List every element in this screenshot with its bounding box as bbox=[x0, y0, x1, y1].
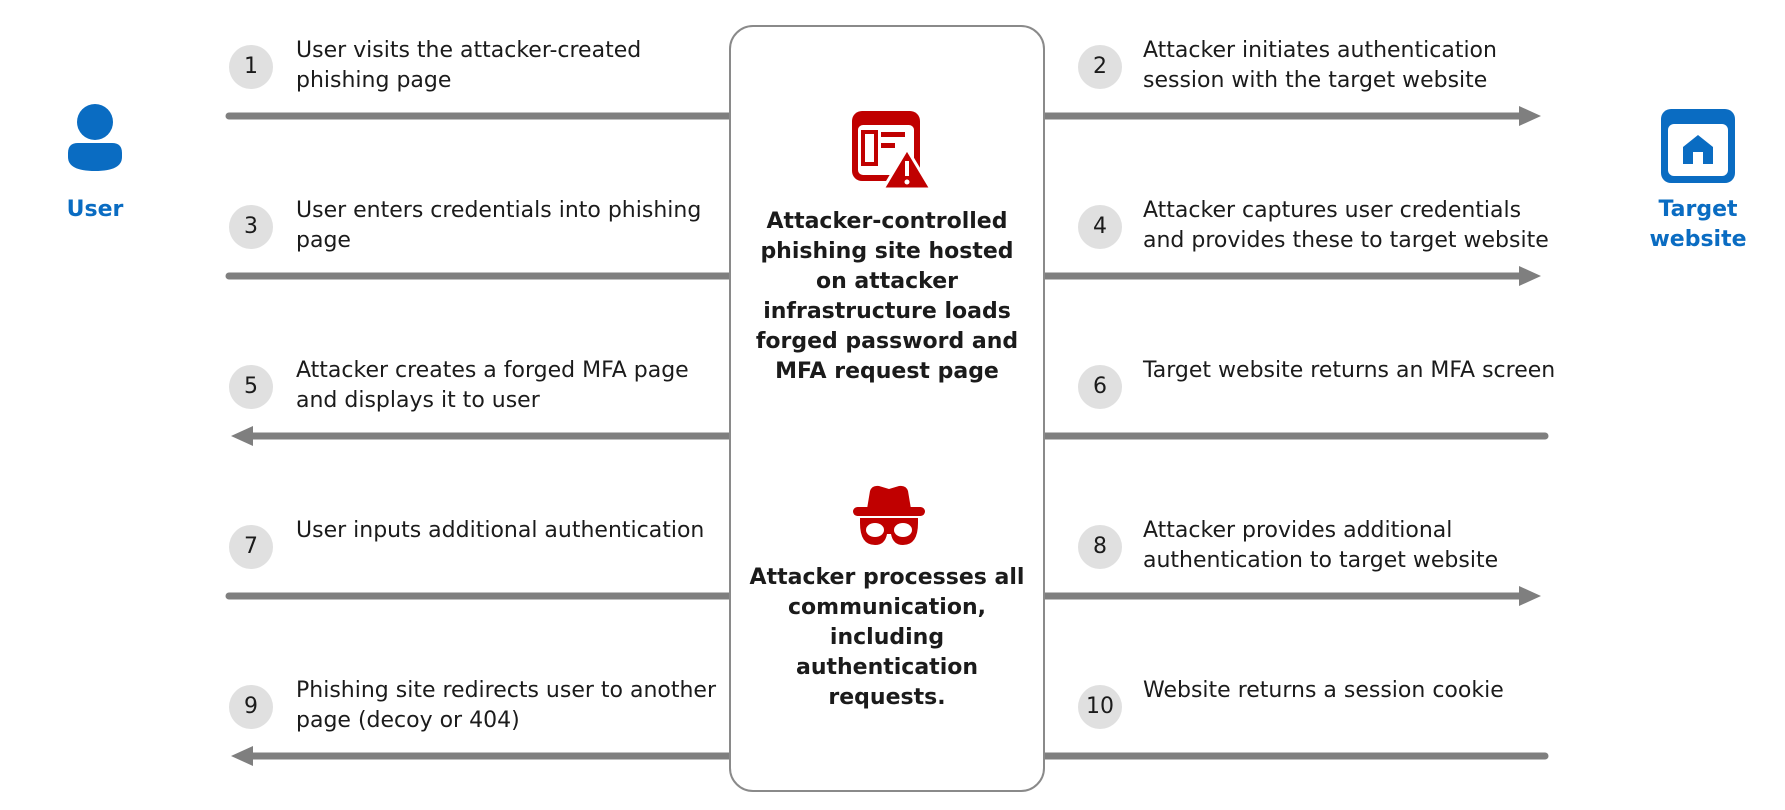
target-website-label: Target website bbox=[1649, 197, 1747, 252]
step-8-text: Attacker provides additional authenticat… bbox=[1143, 518, 1499, 573]
attacker-processing-description: Attacker processes all communication, in… bbox=[749, 565, 1025, 710]
phishing-site-warning-icon bbox=[852, 111, 932, 191]
step-6-badge: 6 bbox=[1078, 365, 1122, 409]
user-label: User bbox=[66, 197, 124, 222]
step-10-badge: 10 bbox=[1078, 685, 1122, 729]
step-2-text: Attacker initiates authentication sessio… bbox=[1143, 38, 1497, 93]
step-10-text: Website returns a session cookie bbox=[1143, 678, 1504, 703]
step-4-arrow bbox=[1040, 266, 1541, 286]
step-4-badge: 4 bbox=[1078, 205, 1122, 249]
step-9-arrow-head bbox=[231, 746, 253, 766]
step-9-text: Phishing site redirects user to another … bbox=[296, 678, 717, 733]
step-4-arrow-head bbox=[1519, 266, 1541, 286]
step-3-text: User enters credentials into phishing pa… bbox=[296, 198, 702, 253]
website-icon bbox=[1661, 109, 1735, 183]
user-icon bbox=[68, 104, 122, 171]
step-2-arrow-head bbox=[1519, 106, 1541, 126]
step-5-arrow bbox=[231, 426, 734, 446]
step-7-badge: 7 bbox=[229, 525, 273, 569]
attacker-spy-icon bbox=[853, 485, 925, 545]
step-1-text: User visits the attacker-created phishin… bbox=[296, 38, 642, 93]
step-1-badge: 1 bbox=[229, 45, 273, 89]
phishing-site-description: Attacker-controlled phishing site hosted… bbox=[755, 209, 1019, 384]
step-3-badge: 3 bbox=[229, 205, 273, 249]
step-8-badge: 8 bbox=[1078, 525, 1122, 569]
step-8-arrow bbox=[1040, 586, 1541, 606]
step-7-text: User inputs additional authentication bbox=[296, 518, 705, 543]
step-5-arrow-head bbox=[231, 426, 253, 446]
step-9-arrow bbox=[231, 746, 734, 766]
step-6-text: Target website returns an MFA screen bbox=[1143, 358, 1556, 383]
attacker-center-box: Attacker-controlled phishing site hosted… bbox=[729, 25, 1045, 792]
step-5-badge: 5 bbox=[229, 365, 273, 409]
step-5-text: Attacker creates a forged MFA page and d… bbox=[296, 358, 689, 413]
step-2-badge: 2 bbox=[1078, 45, 1122, 89]
step-4-text: Attacker captures user credentials and p… bbox=[1143, 198, 1549, 253]
step-9-badge: 9 bbox=[229, 685, 273, 729]
step-2-arrow bbox=[1040, 106, 1541, 126]
step-8-arrow-head bbox=[1519, 586, 1541, 606]
